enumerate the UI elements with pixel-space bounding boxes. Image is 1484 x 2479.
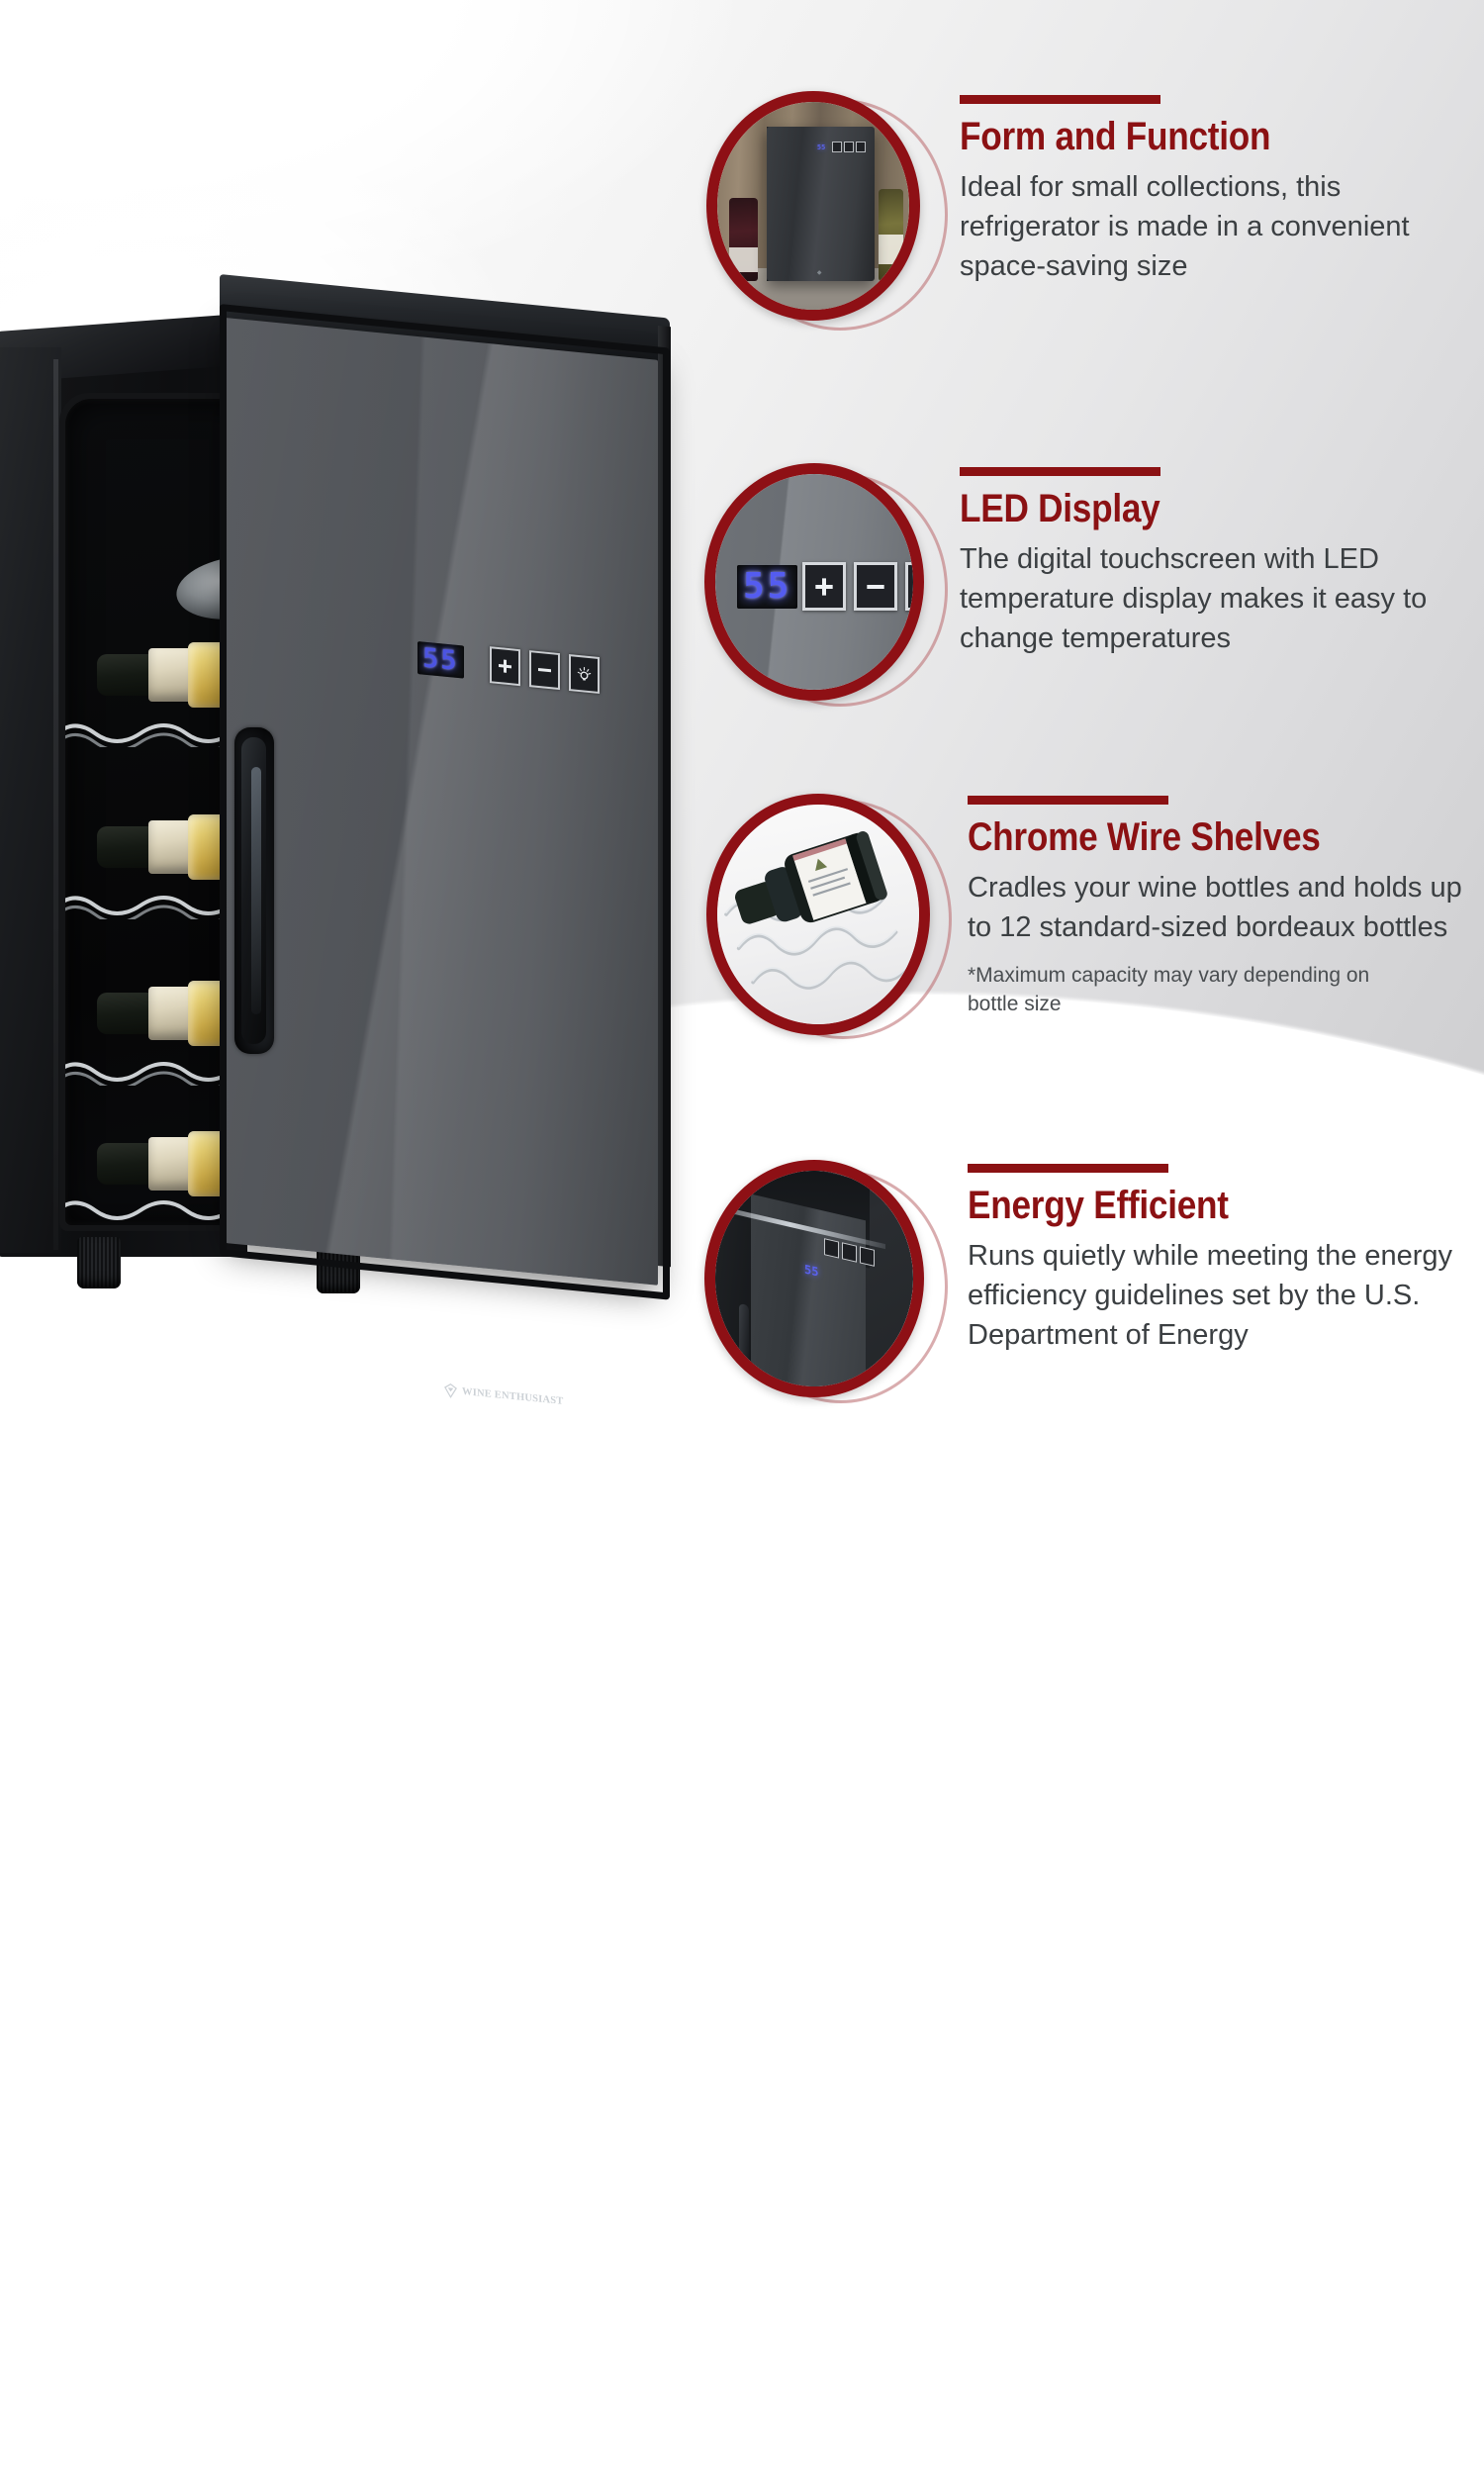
plus-icon xyxy=(498,659,511,673)
feature-scene-2: 55 xyxy=(715,474,913,690)
door-right-edge xyxy=(658,326,671,1268)
door-handle-recess xyxy=(241,737,266,1044)
adjustable-foot xyxy=(77,1237,121,1288)
temperature-display-closeup: 55 xyxy=(737,564,798,609)
feature-text-1: Form and Function Ideal for small collec… xyxy=(960,91,1454,286)
temperature-display-corner: 55 xyxy=(804,1262,819,1280)
feature-body-3: Cradles your wine bottles and holds up t… xyxy=(968,872,1462,943)
brand-logo: WINE ENTHUSIAST xyxy=(443,1383,564,1409)
feature-scene-1: 55 ◆ xyxy=(717,102,909,310)
feature-image-2: 55 xyxy=(704,463,948,711)
door-glass-face xyxy=(226,318,658,1286)
minus-icon xyxy=(867,584,884,589)
feature-form-and-function: 55 ◆ Form and Function Ideal for small c… xyxy=(704,91,1454,333)
product-door xyxy=(220,274,671,1300)
feature-chrome-wire-shelves: Chrome Wire Shelves Cradles your wine bo… xyxy=(704,792,1462,1045)
plus-icon xyxy=(832,141,843,152)
plus-icon xyxy=(824,1238,839,1259)
feature-text-4: Energy Efficient Runs quietly while meet… xyxy=(968,1160,1472,1355)
cabinet-interior xyxy=(65,399,249,1225)
control-buttons xyxy=(489,646,600,694)
bottle-body xyxy=(97,826,158,868)
increase-temperature-button-closeup xyxy=(802,562,846,612)
feature-body-4: Runs quietly while meeting the energy ef… xyxy=(968,1240,1453,1351)
feature-image-1: 55 ◆ xyxy=(704,91,948,333)
feature-scene-4: 55 xyxy=(715,1171,913,1386)
feature-scene-3 xyxy=(717,805,919,1024)
decrease-temperature-button-closeup xyxy=(854,562,897,612)
interior-bottle xyxy=(97,1131,249,1196)
lightbulb-icon xyxy=(856,141,867,152)
bottle-body xyxy=(97,993,158,1034)
fridge-handle-closeup xyxy=(739,1303,749,1380)
temperature-value-closeup: 55 xyxy=(743,565,792,607)
lightbulb-icon xyxy=(860,1246,875,1267)
temperature-value: 55 xyxy=(422,642,459,678)
feature-text-2: LED Display The digital touchscreen with… xyxy=(960,463,1474,658)
door-handle-highlight xyxy=(251,767,261,1014)
feature-heading-3: Chrome Wire Shelves xyxy=(968,815,1321,859)
minus-icon xyxy=(537,667,551,673)
wine-bottle-on-shelf xyxy=(735,831,887,924)
bottle-body xyxy=(97,654,158,696)
feature-rule-3 xyxy=(968,796,1168,805)
feature-note-3: *Maximum capacity may vary depending on … xyxy=(968,964,1370,1015)
feature-list: 55 ◆ Form and Function Ideal for small c… xyxy=(683,0,1484,1406)
decrease-temperature-button[interactable] xyxy=(528,650,560,691)
control-panel: 55 xyxy=(417,639,600,694)
fridge-left-side xyxy=(715,1212,755,1386)
feature-led-display: 55 xyxy=(704,463,1474,711)
feature-image-4: 55 xyxy=(704,1160,948,1407)
feature-image-3 xyxy=(704,792,952,1045)
bottle-body xyxy=(97,1143,158,1185)
feature-circle-2: 55 xyxy=(704,463,924,701)
interior-light-button-closeup xyxy=(905,562,913,612)
feature-energy-efficient: 55 Energy Efficient Runs quietly while m… xyxy=(704,1160,1472,1407)
feature-circle-1: 55 ◆ xyxy=(706,91,920,321)
cabinet-side-edge xyxy=(53,359,58,1250)
wine-bottle-right-label xyxy=(878,235,904,264)
feature-circle-4: 55 xyxy=(704,1160,924,1397)
control-buttons-closeup xyxy=(802,562,913,612)
feature-rule-1 xyxy=(960,95,1160,104)
wine-enthusiast-emblem-icon xyxy=(444,1383,457,1399)
plus-icon xyxy=(815,578,833,596)
product-photo: 55 xyxy=(0,252,693,1407)
door-gloss-highlight xyxy=(226,318,658,1286)
feature-body-2: The digital touchscreen with LED tempera… xyxy=(960,543,1428,654)
wine-bottle-right xyxy=(878,189,904,281)
feature-rule-4 xyxy=(968,1164,1168,1173)
feature-heading-1: Form and Function xyxy=(960,115,1271,158)
feature-heading-2: LED Display xyxy=(960,487,1160,530)
fridge-control-buttons xyxy=(832,141,867,152)
feature-text-3: Chrome Wire Shelves Cradles your wine bo… xyxy=(968,792,1462,1018)
fridge-temperature-display: 55 xyxy=(816,143,826,151)
wine-bottle-left-label xyxy=(728,247,758,273)
feature-body-1: Ideal for small collections, this refrig… xyxy=(960,171,1410,282)
minus-icon xyxy=(844,141,855,152)
fridge-front xyxy=(767,127,876,281)
temperature-display: 55 xyxy=(417,641,464,679)
increase-temperature-button[interactable] xyxy=(489,646,520,687)
chrome-shelf-illustration xyxy=(724,831,910,990)
interior-light-button[interactable] xyxy=(568,653,600,694)
fridge-door-face xyxy=(751,1193,866,1386)
feature-heading-4: Energy Efficient xyxy=(968,1184,1229,1227)
interior-bottle xyxy=(97,981,249,1046)
lightbulb-icon xyxy=(577,666,591,681)
cabinet-side-panel xyxy=(0,347,61,1253)
feature-rule-2 xyxy=(960,467,1160,476)
door-handle[interactable] xyxy=(234,727,274,1054)
feature-circle-3 xyxy=(706,794,930,1035)
fridge-brand-mark: ◆ xyxy=(816,270,822,277)
minus-icon xyxy=(842,1242,857,1263)
